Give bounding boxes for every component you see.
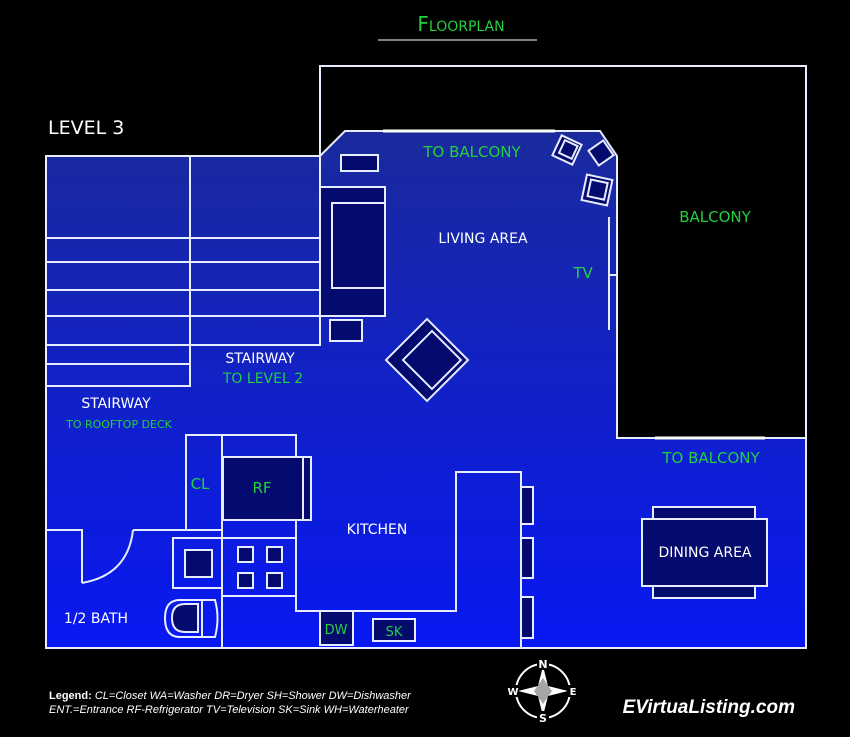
toilet	[163, 599, 219, 638]
stairway-label: STAIRWAY	[81, 396, 151, 412]
legend-line-2: ENT.=Entrance RF-Refrigerator TV=Televis…	[49, 704, 410, 716]
stool	[520, 486, 534, 525]
sink-label: SK	[386, 625, 403, 640]
stove-burners	[237, 546, 283, 589]
refrigerator-door	[302, 456, 312, 521]
to-level-2-label: TO LEVEL 2	[222, 371, 303, 387]
to-balcony-label: TO BALCONY	[422, 143, 521, 161]
balcony-label: BALCONY	[679, 208, 751, 226]
dishwasher-label: DW	[325, 623, 348, 638]
sofa-seat	[331, 202, 386, 289]
sink	[372, 618, 416, 642]
level-label: LEVEL 3	[48, 117, 124, 139]
legend-line-1: CL=Closet WA=Washer DR=Dryer SH=Shower D…	[95, 690, 412, 702]
living-area-label: LIVING AREA	[438, 231, 528, 247]
brand-logo: EVirtuaListing.com	[623, 697, 796, 718]
compass-s: S	[539, 712, 547, 725]
chair-2	[587, 139, 615, 167]
to-rooftop-label: TO ROOFTOP DECK	[65, 418, 173, 431]
compass-e: E	[570, 687, 577, 698]
closet-label: CL	[191, 475, 210, 493]
page-title: Floorplan	[417, 12, 504, 36]
dishwasher	[319, 610, 354, 646]
side-table	[329, 319, 363, 342]
compass-w: W	[507, 687, 518, 698]
half-bath-label: 1/2 BATH	[64, 611, 128, 627]
compass-n: N	[538, 658, 547, 671]
stairway-label: STAIRWAY	[225, 351, 295, 367]
armchair	[384, 317, 470, 403]
stool	[520, 596, 534, 639]
refrigerator-label: RF	[252, 479, 271, 497]
legend-heading: Legend:	[49, 690, 92, 702]
sink-basin	[184, 549, 213, 578]
dining-area-label: DINING AREA	[658, 545, 751, 561]
legend: Legend: CL=Closet WA=Washer DR=Dryer SH=…	[49, 690, 412, 702]
end-table	[340, 154, 379, 172]
dining-table	[641, 518, 768, 587]
to-balcony-label: TO BALCONY	[661, 449, 760, 467]
balcony-outline	[319, 65, 807, 438]
tv-label: TV	[572, 264, 593, 282]
chair-1	[551, 134, 583, 166]
kitchen-label: KITCHEN	[347, 522, 408, 538]
stool	[520, 537, 534, 579]
compass-icon: N S E W	[507, 658, 579, 725]
chair-3	[580, 173, 614, 207]
